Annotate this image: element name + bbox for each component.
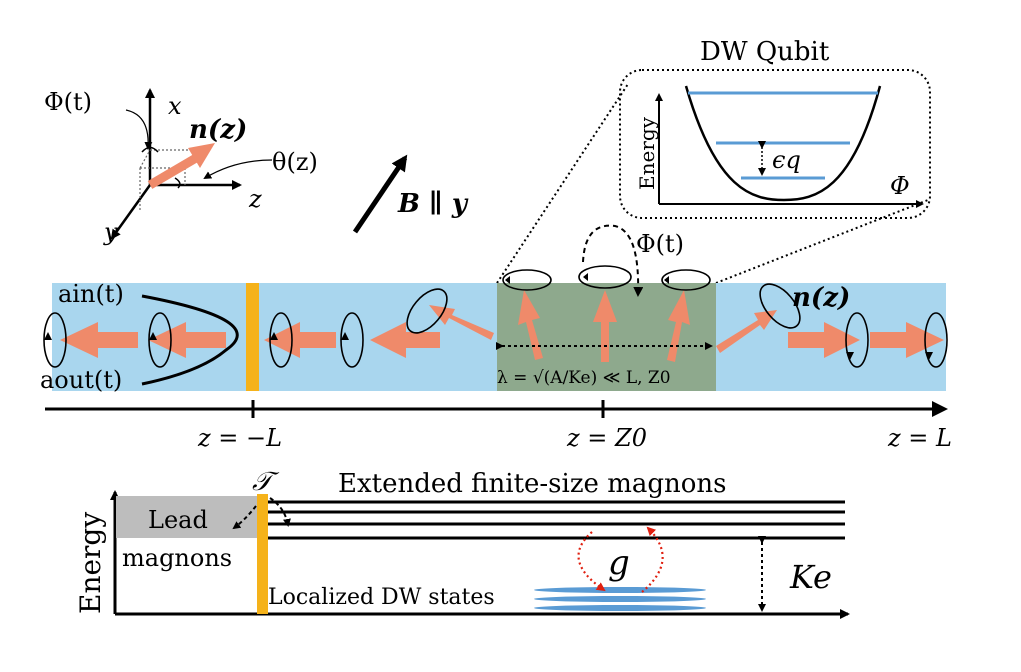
tau-label: 𝒯 <box>252 467 280 497</box>
magnons-label: magnons <box>122 544 232 572</box>
x-axis-label: x <box>168 92 182 120</box>
dw-width-label: λ = √(A/Ke) ≪ L, Z0 <box>497 368 671 388</box>
potential-parabola <box>684 85 882 202</box>
wire-phi-label: Φ(t) <box>636 230 684 258</box>
magnetic-wire <box>43 224 948 391</box>
g-coupling-label: g <box>608 543 630 583</box>
dotted-curved-arrow-icon <box>577 531 606 592</box>
spectrum-energy-label: Energy <box>74 512 107 614</box>
wire-n-label: n(z) <box>792 283 850 313</box>
field-label: B ∥ y <box>397 189 469 219</box>
ke-label: Ke <box>789 558 832 596</box>
qubit-energy-label: Energy <box>635 116 659 190</box>
precession-ellipse-icon <box>43 265 948 368</box>
z-axis-label: z <box>248 185 262 213</box>
qubit-gap-label: ϵq <box>772 146 801 174</box>
localized-dw-levels <box>534 587 706 611</box>
a-in-label: ain(t) <box>58 280 124 308</box>
z-axis <box>45 400 948 418</box>
input-output-curve <box>141 294 239 386</box>
magnetic-field-arrow-icon <box>352 154 408 234</box>
tick-minus-L: z = −L <box>197 424 282 452</box>
a-out-label: aout(t) <box>40 366 122 394</box>
spectrum-lead-contact <box>257 494 268 614</box>
spectrum-diagram <box>110 490 850 619</box>
coordinate-axes-icon <box>110 88 273 240</box>
qubit-phi-label: Φ <box>890 172 910 200</box>
qubit-inset-title: DW Qubit <box>700 37 830 67</box>
n-vector-arrow <box>147 143 215 189</box>
localized-dw-label: Localized DW states <box>268 585 495 610</box>
lead-label: Lead <box>148 506 208 534</box>
extended-magnon-levels <box>268 500 845 540</box>
lead-contact <box>246 283 259 391</box>
tick-Z0: z = Z0 <box>566 424 647 452</box>
theta-label: θ(z) <box>272 148 318 176</box>
phi-label: Φ(t) <box>44 88 92 116</box>
lead-magnon-box <box>116 496 258 538</box>
y-axis-label: y <box>103 218 118 246</box>
n-label: n(z) <box>189 115 247 145</box>
tick-L: z = L <box>887 424 952 452</box>
extended-magnons-label: Extended finite-size magnons <box>338 469 726 499</box>
qubit-inset <box>496 69 931 284</box>
